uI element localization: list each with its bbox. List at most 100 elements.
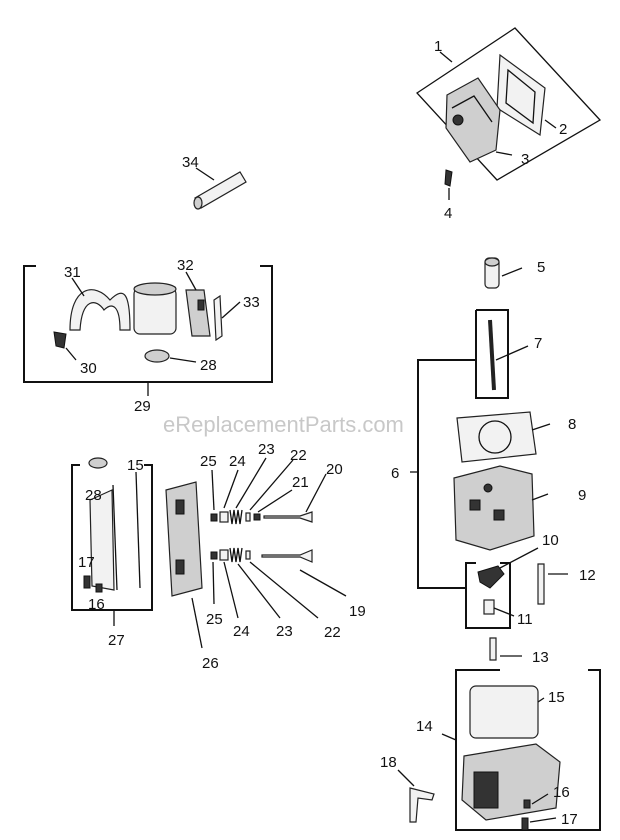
leader-7 — [495, 345, 529, 361]
leader-23a — [235, 457, 267, 509]
valve-cover-gasket — [496, 53, 546, 137]
leader-22b — [249, 561, 319, 619]
callout-34: 34 — [182, 154, 199, 171]
callout-33: 33 — [243, 294, 260, 311]
cover-group-14 — [397, 669, 601, 831]
screw-30 — [53, 331, 67, 349]
callout-4: 4 — [444, 205, 452, 222]
callout-20: 20 — [326, 461, 343, 478]
bracket-27 — [71, 464, 153, 611]
fasteners-12-13 — [489, 563, 568, 661]
callout-29: 29 — [134, 398, 151, 415]
valve-cover — [445, 77, 501, 163]
leader-9 — [531, 493, 549, 501]
keeper-25a — [210, 513, 218, 522]
valve-train-group — [165, 457, 347, 649]
keeper-25b — [210, 551, 218, 560]
tube-end — [193, 196, 203, 210]
port-upper — [175, 499, 185, 515]
spring-23a — [229, 509, 243, 525]
leader-10 — [499, 547, 539, 569]
breather-group — [23, 265, 273, 396]
callout-26: 26 — [202, 655, 219, 672]
callout-16b: 16 — [553, 784, 570, 801]
seal-22b — [245, 550, 251, 560]
callout-17b: 17 — [561, 811, 578, 828]
head-port-2 — [493, 509, 505, 521]
valve-cover-ridge — [451, 95, 493, 123]
leader-30 — [65, 347, 77, 361]
valve-19 — [261, 549, 313, 563]
callout-8: 8 — [568, 416, 576, 433]
callout-1: 1 — [434, 38, 442, 55]
leader-8 — [531, 423, 551, 431]
gasket-15b — [469, 685, 539, 739]
callout-22a: 22 — [290, 447, 307, 464]
callout-24a: 24 — [229, 453, 246, 470]
valve-cover-gasket-inner — [505, 68, 536, 125]
gasket-bore — [478, 420, 512, 454]
cover-plate — [89, 489, 115, 591]
leader-21 — [257, 489, 293, 513]
washer-16b — [523, 799, 531, 809]
watermark: eReplacementParts.com — [163, 412, 404, 437]
head-gasket-8 — [456, 411, 537, 463]
gasket-33 — [213, 294, 223, 342]
callout-7: 7 — [534, 335, 542, 352]
callout-19: 19 — [349, 603, 366, 620]
stud-12 — [537, 563, 545, 605]
callout-2: 2 — [559, 121, 567, 138]
callout-23a: 23 — [258, 441, 275, 458]
retainer-24b — [219, 549, 229, 561]
callout-28b: 28 — [85, 487, 102, 504]
leader-22a — [249, 459, 294, 511]
leader-25a — [211, 469, 215, 511]
leader-26 — [191, 597, 203, 649]
callout-18: 18 — [380, 754, 397, 771]
leader-24a — [223, 469, 239, 509]
callout-13: 13 — [532, 649, 549, 666]
callout-labels: 1 2 3 4 5 6 7 8 9 10 11 12 13 14 15 15 1… — [64, 38, 596, 828]
head-port-1 — [469, 499, 481, 511]
callout-16a: 16 — [88, 596, 105, 613]
leader-15a — [135, 471, 141, 589]
leader-3 — [495, 151, 513, 156]
callout-3: 3 — [521, 151, 529, 168]
cover-label — [473, 771, 499, 809]
breather-fitting — [452, 114, 464, 126]
callout-21: 21 — [292, 474, 309, 491]
leader-14 — [441, 733, 457, 741]
bolt-13 — [489, 637, 497, 661]
push-rod-7 — [488, 319, 496, 391]
breather-tube-31 — [69, 289, 131, 331]
leader-23b — [237, 563, 281, 619]
leader-32 — [185, 271, 197, 291]
cover-screw — [444, 169, 453, 187]
spring-23b — [229, 547, 243, 563]
callout-9: 9 — [578, 487, 586, 504]
leader-16b — [531, 793, 549, 805]
cylinder-head-9 — [453, 465, 535, 551]
washer-16a — [95, 583, 103, 593]
leader-15b — [537, 697, 545, 703]
leader-33 — [221, 301, 241, 319]
spark-plug-top — [484, 257, 500, 267]
callout-6: 6 — [391, 465, 399, 482]
leader-34 — [195, 167, 215, 181]
callout-17a: 17 — [78, 554, 95, 571]
callout-28a: 28 — [200, 357, 217, 374]
leader-31 — [71, 277, 85, 297]
leader-5 — [501, 267, 523, 277]
cover-kit-group — [71, 457, 153, 626]
callout-22b: 22 — [324, 624, 341, 641]
screw-17b — [521, 817, 529, 831]
cylinder-head-26 — [165, 481, 203, 597]
grommet-28a — [144, 349, 170, 363]
callout-32: 32 — [177, 257, 194, 274]
breather-cap-32 — [185, 289, 211, 337]
part-5 — [484, 257, 523, 289]
port-lower — [175, 559, 185, 575]
leader-28a — [169, 357, 197, 363]
pivot-11 — [483, 599, 495, 615]
